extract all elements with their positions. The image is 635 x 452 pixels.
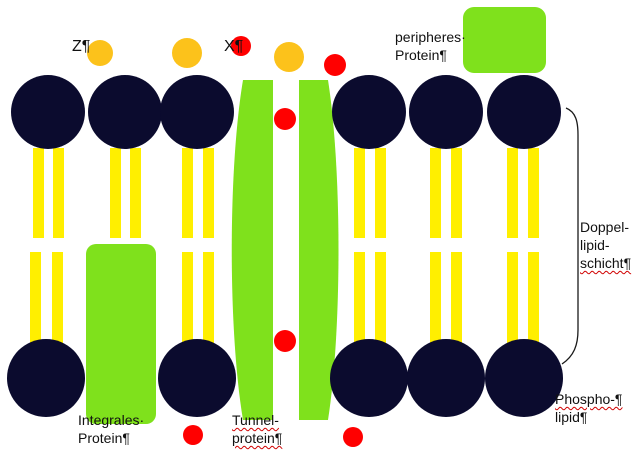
tail — [33, 148, 44, 238]
tail — [182, 252, 193, 345]
tunnel-protein-right — [299, 80, 339, 420]
tail — [451, 252, 462, 345]
tunnel-protein-left — [231, 80, 273, 420]
molecule-x — [324, 54, 346, 76]
tail — [430, 148, 441, 238]
label-line: Tunnel- — [232, 412, 279, 428]
molecule-x — [231, 36, 251, 56]
tail — [507, 252, 518, 345]
label-x-text: X¶ — [224, 38, 244, 55]
label-line: protein¶ — [232, 430, 283, 446]
molecule-x — [183, 425, 203, 445]
lower-tails — [30, 252, 539, 345]
label-line: lipid- — [580, 237, 610, 253]
upper-heads — [11, 75, 561, 149]
upper-tails — [33, 148, 539, 238]
phospholipid-head — [407, 339, 485, 417]
label-peripheral-protein: peripheres· Protein¶ — [395, 28, 466, 64]
label-z-text: Z¶ — [72, 38, 91, 55]
phospholipid-head — [409, 75, 483, 149]
molecule-x — [274, 108, 296, 130]
tail — [130, 148, 141, 238]
tail — [354, 148, 365, 238]
phospholipid-head — [11, 75, 85, 149]
tail — [182, 148, 193, 238]
phospholipid-head — [7, 339, 85, 417]
molecule-z — [274, 42, 304, 72]
label-z: Z¶ — [72, 38, 90, 56]
tail — [203, 148, 214, 238]
tail — [507, 148, 518, 238]
bilayer-bracket — [561, 107, 579, 365]
tail — [203, 252, 214, 345]
tail — [30, 252, 41, 345]
label-tunnel-protein: Tunnel- protein¶ — [232, 411, 282, 447]
phospholipid-head — [485, 339, 563, 417]
tail — [53, 148, 64, 238]
label-x: X¶ — [224, 38, 243, 56]
peripheral-protein — [463, 7, 546, 73]
tail — [451, 148, 462, 238]
tail — [375, 252, 386, 345]
label-integral-protein: Integrales· Protein¶ — [78, 411, 144, 447]
label-line: schicht¶ — [580, 255, 632, 271]
label-line: Integrales· — [78, 412, 145, 428]
label-phospholipid: Phospho-¶ lipid¶ — [555, 390, 622, 426]
molecule-z — [172, 38, 202, 68]
phospholipid-head — [332, 75, 406, 149]
tail — [354, 252, 365, 345]
label-line: lipid¶ — [555, 409, 588, 425]
label-line: Doppel- — [580, 219, 630, 235]
label-bilayer: Doppel- lipid- schicht¶ — [580, 218, 631, 272]
tail — [375, 148, 386, 238]
label-line: peripheres· — [395, 29, 466, 45]
tail — [430, 252, 441, 345]
label-line: Phospho-¶ — [555, 391, 623, 407]
phospholipid-head — [88, 75, 162, 149]
tail — [110, 148, 121, 238]
lower-heads — [7, 339, 563, 417]
tail — [528, 252, 539, 345]
phospholipid-head — [160, 75, 234, 149]
phospholipid-head — [330, 339, 408, 417]
molecule-x — [274, 330, 296, 352]
label-line: Protein¶ — [78, 430, 130, 446]
integral-protein — [86, 244, 156, 424]
label-line: Protein¶ — [395, 47, 447, 63]
tail — [52, 252, 63, 345]
phospholipid-head — [487, 75, 561, 149]
phospholipid-head — [158, 339, 236, 417]
molecule-z — [87, 40, 113, 66]
tail — [528, 148, 539, 238]
molecule-x — [343, 427, 363, 447]
